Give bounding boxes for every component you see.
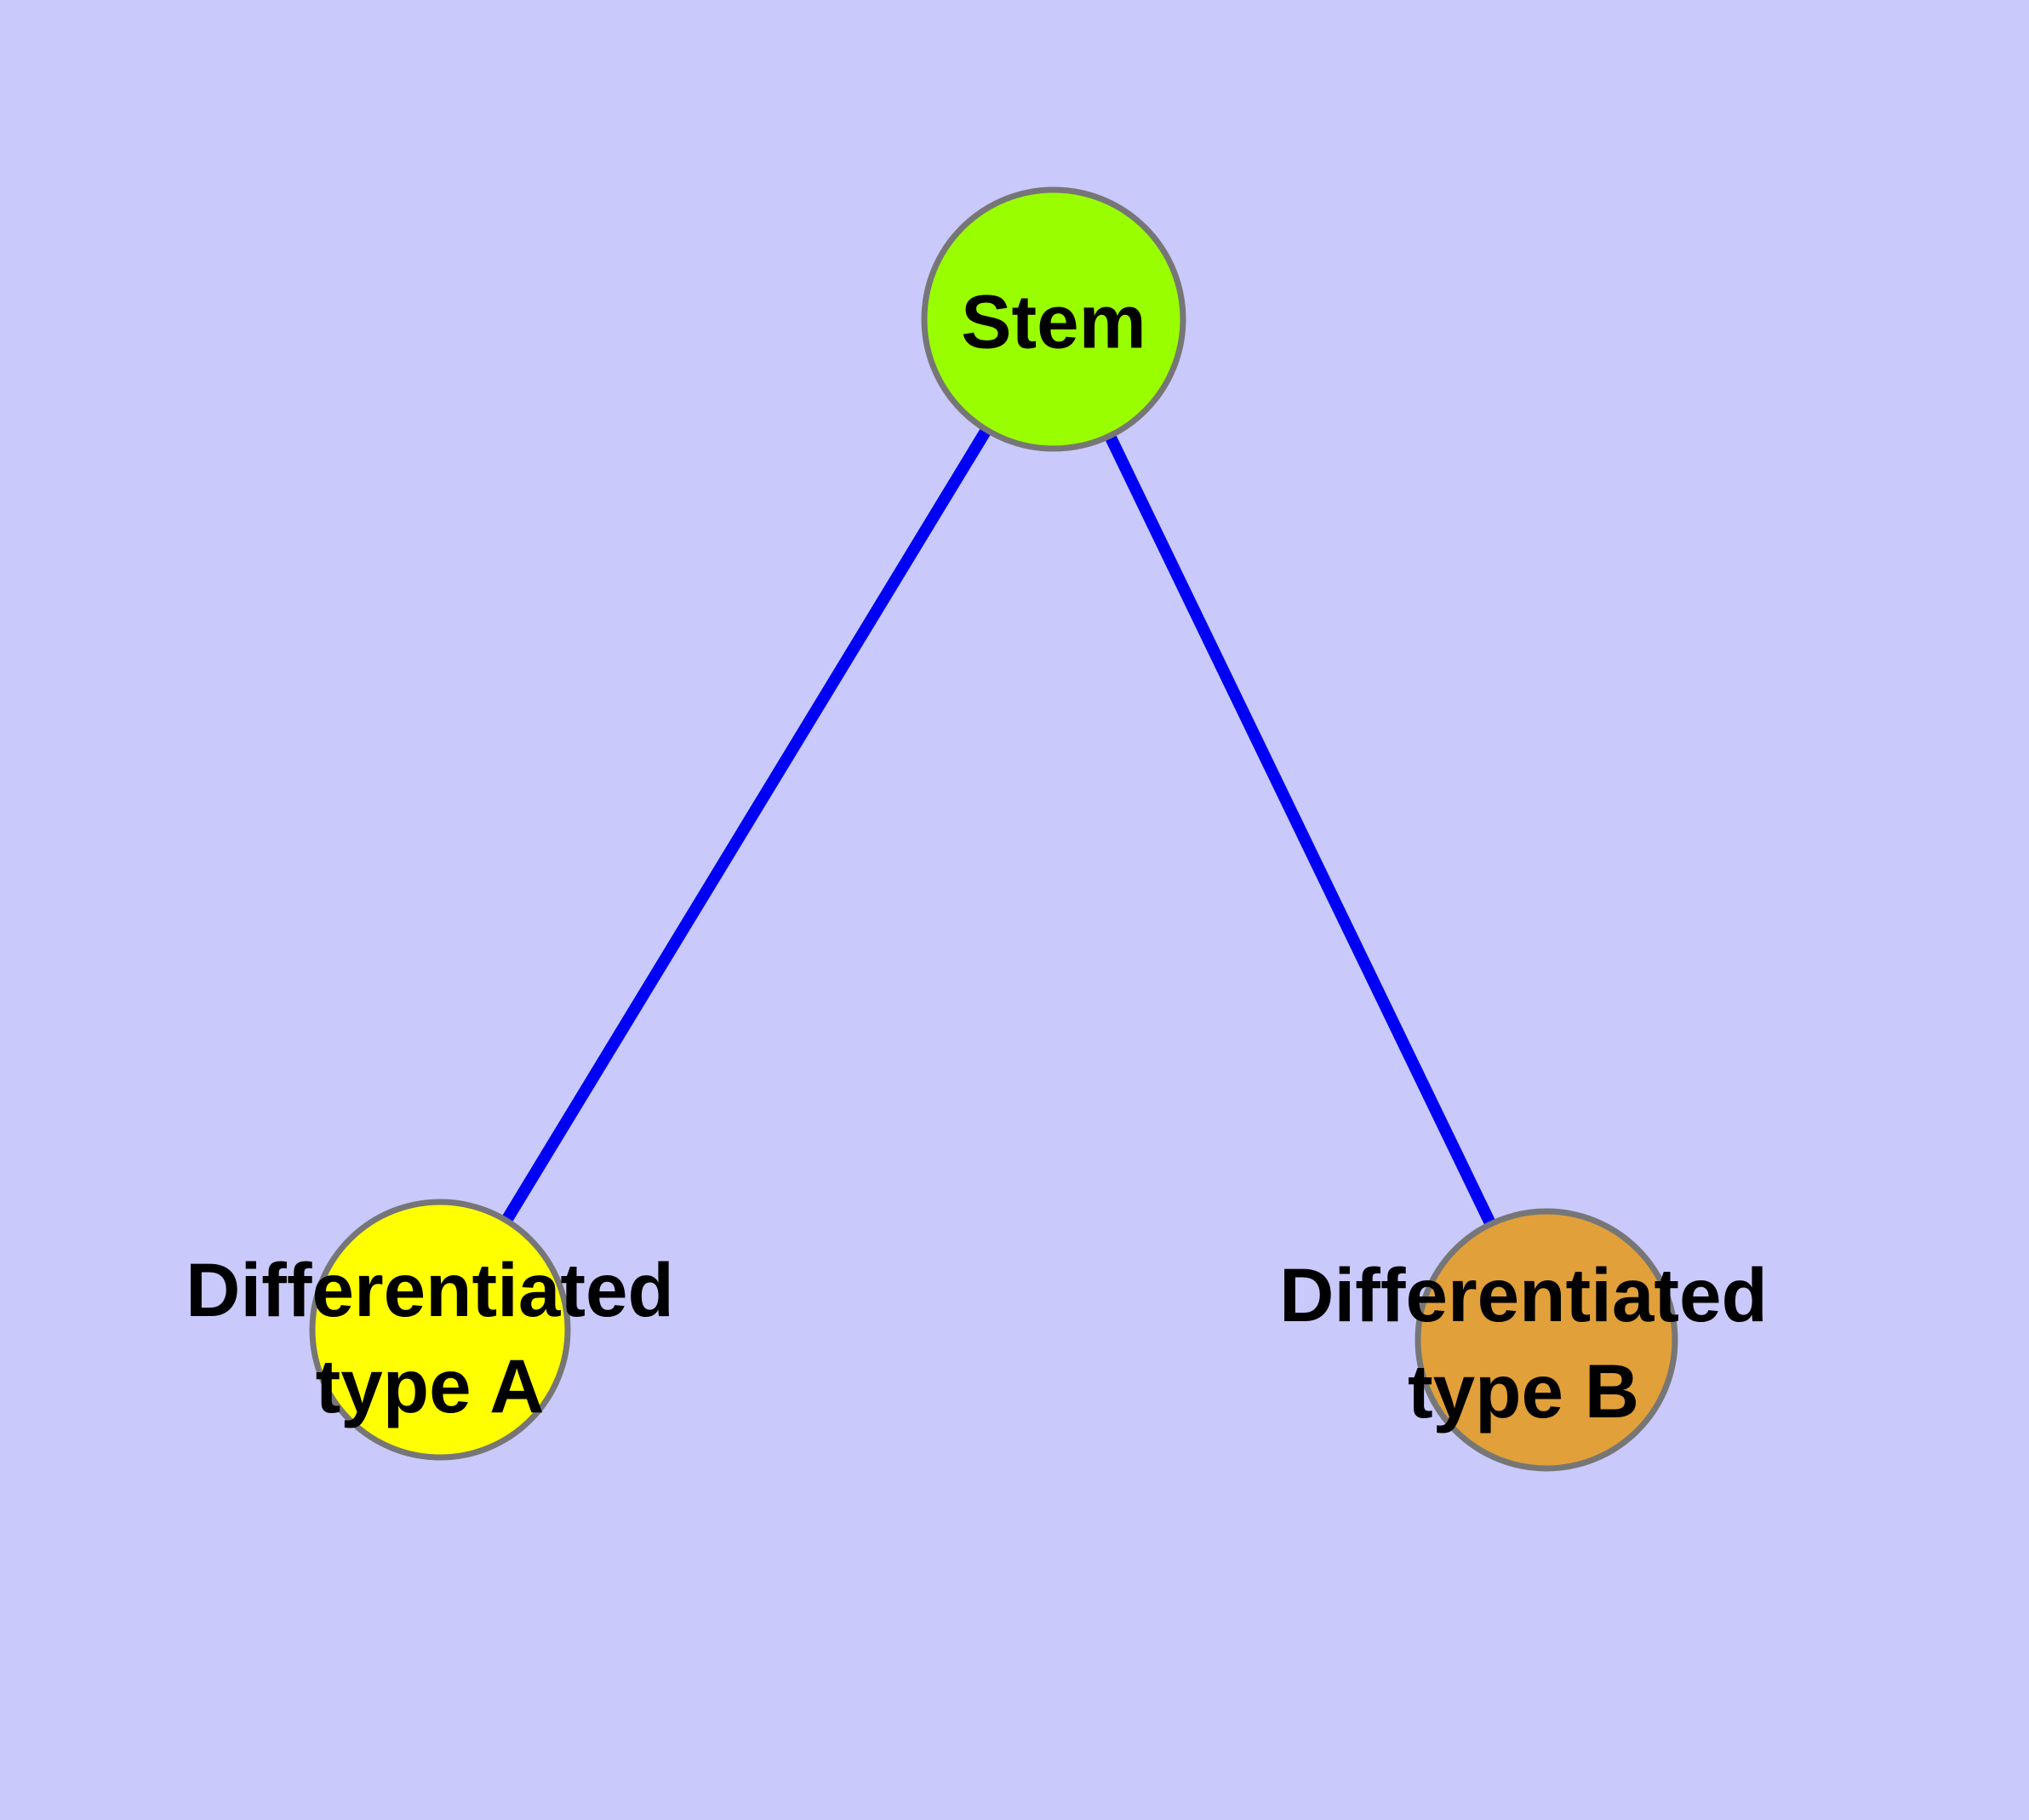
node-type-a-circle [309, 1199, 571, 1461]
edge-stem-to-type-a [502, 426, 992, 1222]
node-stem-circle [921, 186, 1186, 452]
node-type-b-circle [1415, 1208, 1678, 1472]
edge-stem-to-type-b [1104, 432, 1496, 1227]
